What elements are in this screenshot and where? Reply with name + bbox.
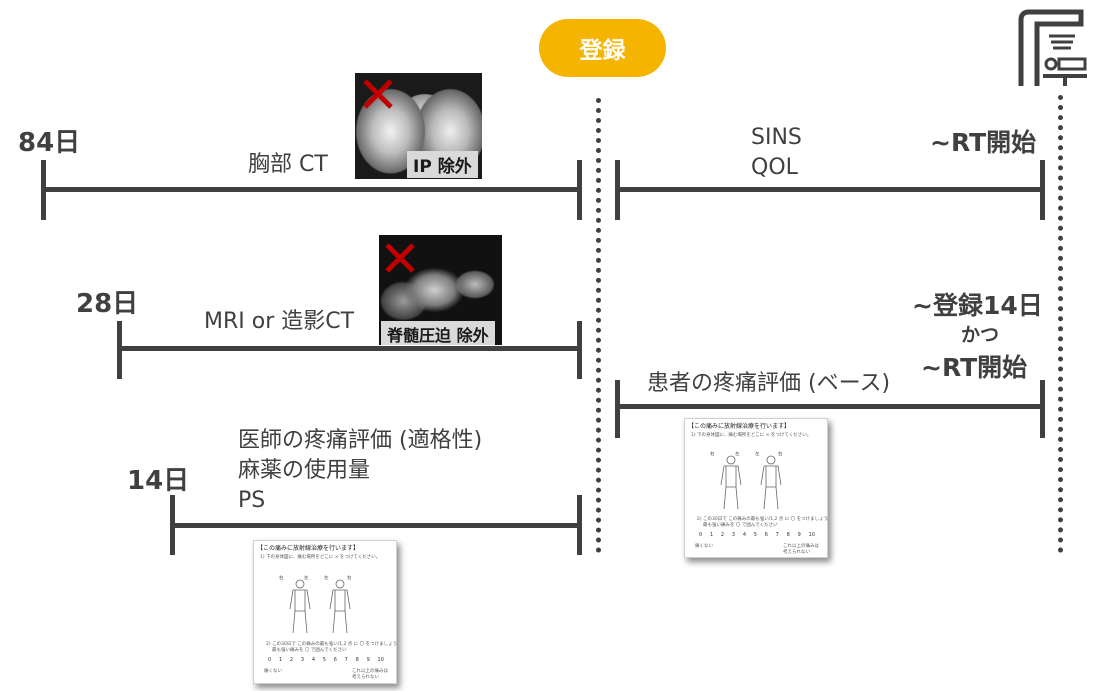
ip-exclusion-label: IP 除外 [407, 151, 478, 178]
timeline-bar-14 [170, 523, 582, 528]
red-x-icon [385, 243, 415, 273]
timeline-tick [577, 321, 582, 379]
figure-label: 右 [710, 452, 715, 457]
spinal-compression-exclusion-label: 脊髄圧迫 除外 [381, 321, 495, 345]
physician-pain-caption: 医師の疼痛評価 (適格性) [238, 428, 483, 453]
day-label-14: 14日 [127, 466, 190, 496]
form-question-2: 2) この30日で この痛みの最も強い/1,2 点 に 〇 をつけましょう [266, 642, 398, 647]
figure-label: 右 [279, 576, 284, 581]
chest-ct-image: IP 除外 [355, 73, 482, 179]
form-question-1: 1) 下の身体図に、痛む場所をどこに × をつけてください。 [260, 555, 381, 560]
form-title: 【この痛みに放射線治療を行います】 [688, 423, 791, 430]
mri-ct-caption: MRI or 造影CT [204, 309, 355, 334]
scale-left-anchor: 痛くない [695, 544, 713, 549]
timeline-bar-right-1 [615, 187, 1045, 192]
red-x-icon [363, 79, 393, 109]
registration-dotted-line [596, 98, 601, 553]
body-diagram [720, 455, 782, 510]
patient-pain-caption: 患者の疼痛評価 (ベース) [647, 371, 891, 396]
form-question-2: 2) この30日で この痛みの最も強い/1,2 点 に 〇 をつけましょう [697, 517, 829, 522]
pain-assessment-form-left: 【この痛みに放射線治療を行います】 1) 下の身体図に、痛む場所をどこに × を… [253, 540, 397, 684]
registration-label: 登録 [579, 38, 626, 64]
body-diagram [289, 579, 351, 634]
and-label: かつ [961, 324, 1000, 346]
timeline-bar-84 [41, 187, 582, 192]
form-question-1: 1) 下の身体図に、痛む場所をどこに × をつけてください。 [691, 433, 812, 438]
figure-label: 右 [778, 452, 783, 457]
figure-label: 右 [347, 576, 352, 581]
form-question-2b: 最も強い痛みを 〇 で囲んでください [703, 523, 778, 528]
ps-caption: PS [238, 488, 266, 513]
chest-ct-caption: 胸部 CT [248, 152, 328, 177]
form-question-2b: 最も強い痛みを 〇 で囲んでください [272, 648, 347, 653]
timeline-tick [615, 380, 620, 438]
timeline-tick [1040, 380, 1045, 438]
timeline-tick [577, 160, 582, 220]
opioid-usage-caption: 麻薬の使用量 [238, 458, 371, 483]
timeline-tick [577, 495, 582, 555]
radiotherapy-machine-icon [1018, 9, 1087, 86]
spine-mri-image: 脊髄圧迫 除外 [379, 235, 502, 345]
rt-start-label: ~RT開始 [930, 128, 1037, 157]
registration-14-days-label: ~登録14日 [912, 291, 1043, 320]
day-label-28: 28日 [76, 289, 139, 319]
figure-label: 左 [324, 576, 329, 581]
timeline-bar-right-2 [615, 404, 1045, 409]
qol-label: QOL [751, 155, 798, 180]
registration-badge: 登録 [539, 19, 666, 77]
rt-start-dotted-line [1058, 95, 1063, 553]
scale-right-anchor: これ以上の痛みは考えられない [783, 544, 819, 555]
rt-start-label-2: ~RT開始 [921, 353, 1028, 382]
timeline-bar-28 [117, 346, 582, 351]
day-label-84: 84日 [18, 128, 81, 158]
figure-label: 左 [755, 452, 760, 457]
scale-left-anchor: 痛くない [264, 669, 282, 674]
timeline-tick [1040, 160, 1045, 220]
pain-assessment-form-right: 【この痛みに放射線治療を行います】 1) 下の身体図に、痛む場所をどこに × を… [684, 418, 828, 558]
form-title: 【この痛みに放射線治療を行います】 [257, 545, 360, 552]
figure-label: 左 [304, 576, 309, 581]
scale-right-anchor: これ以上の痛みは考えられない [352, 669, 388, 680]
figure-label: 左 [735, 452, 740, 457]
sins-label: SINS [751, 125, 802, 150]
